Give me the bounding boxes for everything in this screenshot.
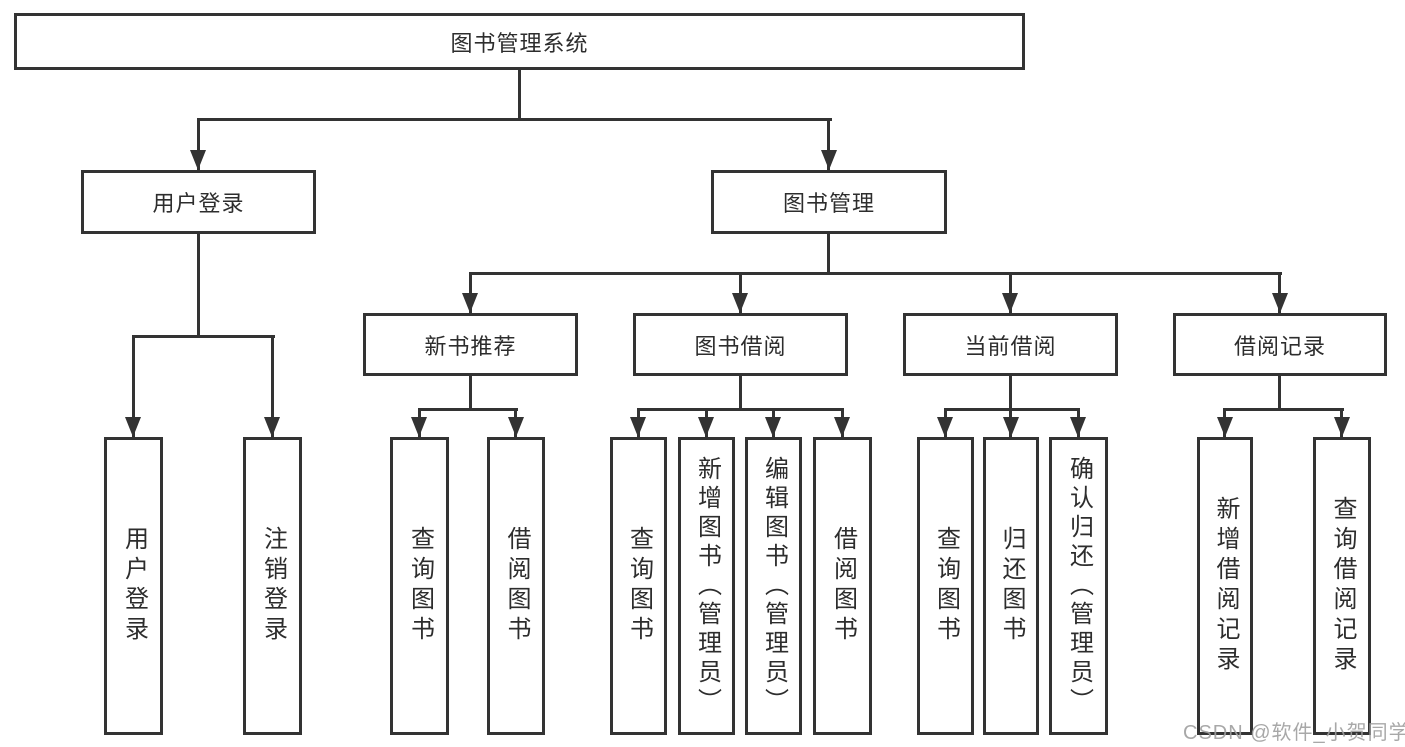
node-borrowing-records: 借阅记录 xyxy=(1173,313,1387,376)
node-label: 用户登录 xyxy=(152,191,245,216)
leaf-borrow-books-borrowing: 借阅图书 xyxy=(813,437,872,735)
connector-line xyxy=(132,335,135,437)
arrowhead-icon xyxy=(1334,417,1350,437)
connector-line xyxy=(1009,272,1012,313)
leaf-query-books-borrowing: 查询图书 xyxy=(610,437,667,735)
node-label: 注销登录 xyxy=(259,526,287,646)
node-label: 新增借阅记录 xyxy=(1212,496,1239,676)
leaf-edit-book-admin: 编辑图书（管理员） xyxy=(745,437,802,735)
arrowhead-icon xyxy=(821,150,837,170)
node-label: 借阅记录 xyxy=(1233,333,1326,359)
arrowhead-icon xyxy=(508,417,524,437)
arrowhead-icon xyxy=(1070,417,1086,437)
connector-line xyxy=(739,272,742,313)
leaf-add-book-admin: 新增图书（管理员） xyxy=(678,437,735,735)
node-label: 用户登录 xyxy=(120,526,148,646)
node-label: 编辑图书（管理员） xyxy=(760,455,788,717)
node-label: 查询图书 xyxy=(625,526,653,646)
node-label: 确认归还（管理员） xyxy=(1065,455,1093,717)
arrowhead-icon xyxy=(732,293,748,313)
connector-line xyxy=(1223,408,1344,411)
leaf-query-books-recommend: 查询图书 xyxy=(390,437,449,735)
connector-line xyxy=(1278,272,1281,313)
node-label: 图书管理系统 xyxy=(450,30,589,56)
node-book-borrowing: 图书借阅 xyxy=(633,313,848,376)
arrowhead-icon xyxy=(937,417,953,437)
arrowhead-icon xyxy=(190,150,206,170)
connector-line xyxy=(827,234,830,275)
node-library-management-system: 图书管理系统 xyxy=(14,13,1025,70)
node-label: 图书管理 xyxy=(782,191,875,216)
connector-line xyxy=(197,234,200,338)
node-label: 图书借阅 xyxy=(694,333,787,359)
arrowhead-icon xyxy=(1217,417,1233,437)
arrowhead-icon xyxy=(462,293,478,313)
node-label: 查询图书 xyxy=(406,526,434,646)
node-label: 借阅图书 xyxy=(503,526,530,646)
connector-line xyxy=(197,118,832,121)
connector-line xyxy=(944,408,1080,411)
arrowhead-icon xyxy=(1002,293,1018,313)
leaf-logout: 注销登录 xyxy=(243,437,302,735)
connector-line xyxy=(469,272,1282,275)
leaf-query-books-current: 查询图书 xyxy=(917,437,974,735)
arrowhead-icon xyxy=(834,417,850,437)
node-label: 新书推荐 xyxy=(424,333,517,359)
node-label: 查询图书 xyxy=(932,526,960,646)
node-label: 当前借阅 xyxy=(964,333,1057,359)
connector-line xyxy=(469,272,472,313)
arrowhead-icon xyxy=(411,417,427,437)
connector-line xyxy=(271,335,274,437)
csdn-watermark: CSDN @软件_小贺同学 xyxy=(1183,722,1405,744)
connector-line xyxy=(518,68,521,121)
leaf-borrow-books-recommend: 借阅图书 xyxy=(487,437,545,735)
node-user-login: 用户登录 xyxy=(81,170,316,234)
arrowhead-icon xyxy=(630,417,646,437)
leaf-confirm-return-admin: 确认归还（管理员） xyxy=(1049,437,1108,735)
arrowhead-icon xyxy=(125,417,141,437)
leaf-user-login: 用户登录 xyxy=(104,437,163,735)
leaf-query-borrow-record: 查询借阅记录 xyxy=(1313,437,1371,735)
leaf-add-borrow-record: 新增借阅记录 xyxy=(1197,437,1253,735)
connector-line xyxy=(418,408,518,411)
node-label: 借阅图书 xyxy=(829,526,857,646)
connector-line xyxy=(132,335,275,338)
node-new-book-recommend: 新书推荐 xyxy=(363,313,578,376)
connector-line xyxy=(739,376,742,411)
connector-line xyxy=(197,118,200,170)
connector-line xyxy=(637,408,844,411)
arrowhead-icon xyxy=(698,417,714,437)
node-book-management: 图书管理 xyxy=(711,170,947,234)
node-label: 新增图书（管理员） xyxy=(693,455,721,717)
node-label: 查询借阅记录 xyxy=(1329,496,1356,676)
node-label: 归还图书 xyxy=(998,526,1025,646)
arrowhead-icon xyxy=(264,417,280,437)
arrowhead-icon xyxy=(765,417,781,437)
connector-line xyxy=(469,376,472,411)
leaf-return-books: 归还图书 xyxy=(983,437,1039,735)
arrowhead-icon xyxy=(1272,293,1288,313)
node-current-borrowing: 当前借阅 xyxy=(903,313,1118,376)
connector-line xyxy=(1009,376,1012,411)
connector-line xyxy=(827,118,830,170)
arrowhead-icon xyxy=(1003,417,1019,437)
connector-line xyxy=(1278,376,1281,411)
